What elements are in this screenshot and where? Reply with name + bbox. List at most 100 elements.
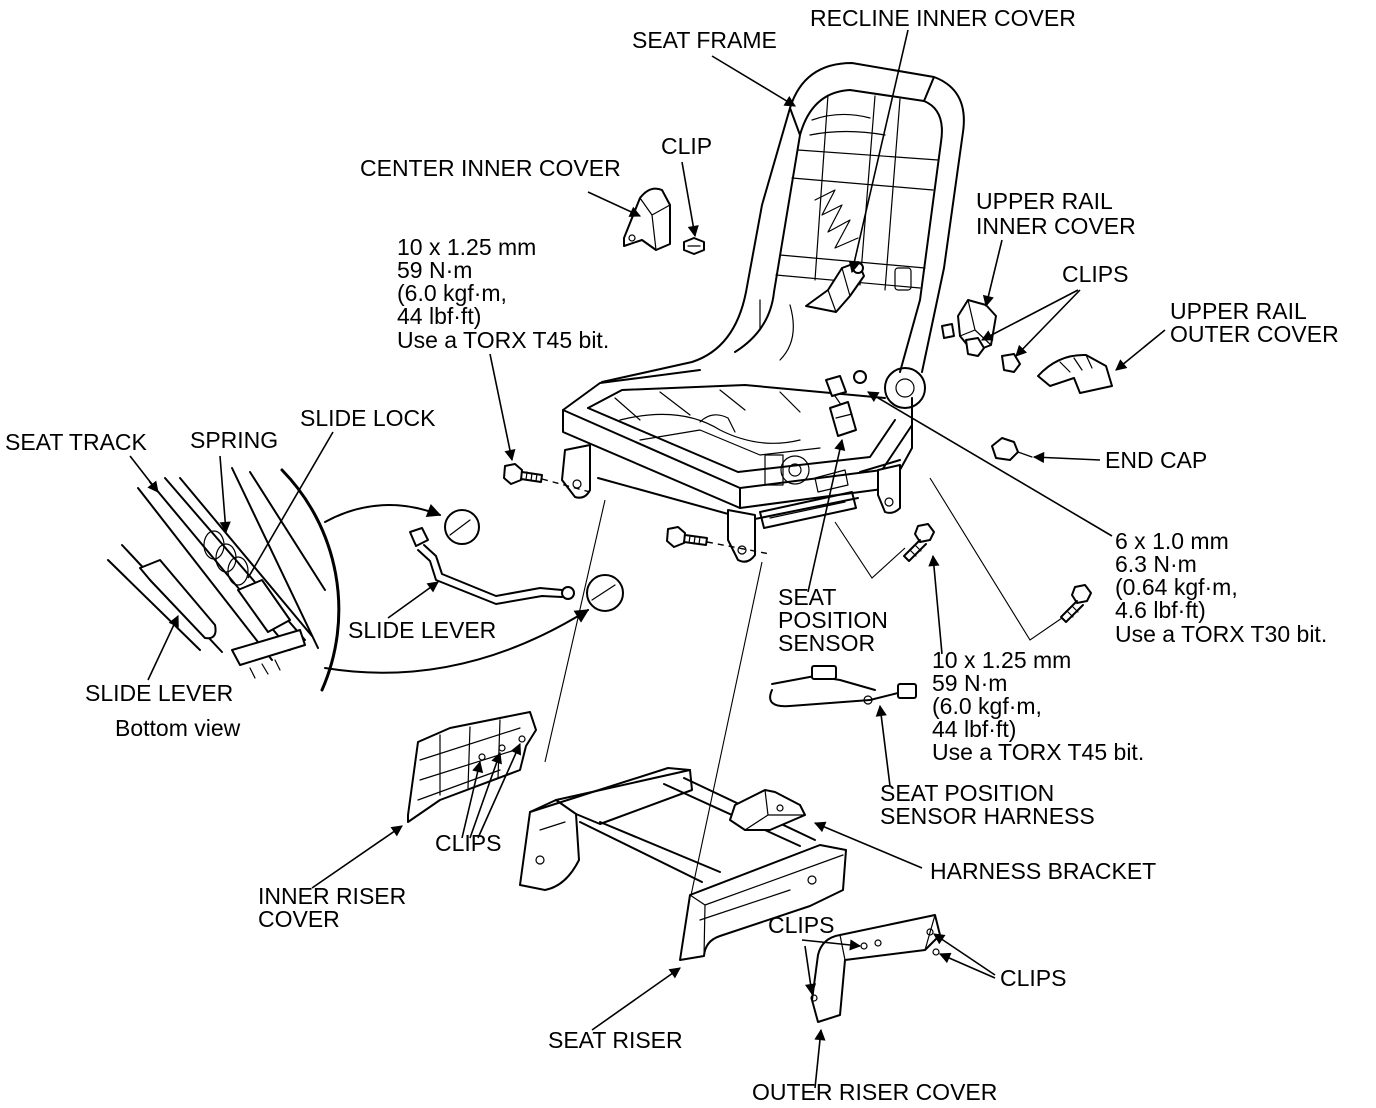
- leader-outer-riser-cover: [814, 1028, 826, 1089]
- leader-seat-frame: [711, 55, 796, 107]
- riser-alignment-line-right: [689, 561, 763, 901]
- seat-position-sensor-harness: [769, 665, 917, 708]
- label-clips-outer-riser-left: CLIPS: [768, 912, 834, 938]
- leader-recline-inner-cover: [848, 29, 909, 274]
- torque-nm: 59 N·m: [397, 257, 472, 283]
- inner-riser-cover: [407, 711, 537, 823]
- torque-size: 10 x 1.25 mm: [932, 647, 1071, 673]
- torque-nm: 6.3 N·m: [1115, 551, 1197, 577]
- label-spring: SPRING: [190, 427, 278, 453]
- leader-upper-rail-inner-cover: [982, 239, 1003, 308]
- recline-inner-cover: [805, 261, 865, 313]
- torque-kgfm: (6.0 kgf·m,: [397, 280, 507, 306]
- label-center-inner-cover: CENTER INNER COVER: [360, 155, 621, 181]
- label-seat-frame: SEAT FRAME: [632, 27, 777, 53]
- leader-slide-lever: [387, 581, 439, 619]
- torque-lbfft: 44 lbf·ft): [932, 716, 1016, 742]
- seat-position-sensor: [825, 370, 867, 437]
- label-slide-lever-detail: SLIDE LEVER: [85, 680, 233, 706]
- torque-tool: Use a TORX T45 bit.: [932, 739, 1144, 765]
- label-slide-lock: SLIDE LOCK: [300, 405, 436, 431]
- label-inner-riser-cover: INNER RISER COVER: [258, 883, 406, 932]
- label-clips-outer-riser-right: CLIPS: [1000, 965, 1066, 991]
- seat-frame: [601, 62, 965, 409]
- slide-lock-detail-view: [107, 467, 341, 692]
- torque-nm: 59 N·m: [932, 670, 1007, 696]
- leader-clips-outer-left-1: [801, 939, 862, 951]
- leader-slide-lever-detail: [147, 614, 179, 681]
- leader-slide-lock: [247, 431, 334, 579]
- label-seat-riser: SEAT RISER: [548, 1027, 683, 1053]
- label-line: COVER: [258, 906, 340, 932]
- leader-torque-spec-2: [867, 391, 1113, 537]
- label-line: INNER COVER: [976, 213, 1136, 239]
- leader-spring: [219, 455, 231, 534]
- outer-riser-cover: [810, 914, 941, 1023]
- label-line: UPPER RAIL: [1170, 298, 1307, 324]
- torque-size: 6 x 1.0 mm: [1115, 528, 1229, 554]
- label-outer-riser-cover: OUTER RISER COVER: [752, 1079, 997, 1105]
- detail-slide-lever: [139, 559, 217, 640]
- detail-slide-lock: [237, 579, 291, 633]
- label-upper-rail-outer-cover: UPPER RAIL OUTER COVER: [1170, 298, 1339, 347]
- label-line: SENSOR HARNESS: [880, 803, 1095, 829]
- label-clip: CLIP: [661, 133, 712, 159]
- leader-torque-spec-1: [489, 353, 516, 462]
- leader-inner-riser-cover: [311, 825, 403, 889]
- bolt-right-rear-guide: [834, 521, 906, 579]
- bolt-right-front: [1060, 584, 1092, 623]
- leader-seat-position-sensor: [807, 438, 846, 593]
- leader-upper-rail-outer-cover: [1115, 329, 1166, 371]
- label-line: SENSOR: [778, 630, 875, 656]
- torque-size: 10 x 1.25 mm: [397, 234, 536, 260]
- leader-center-inner-cover: [587, 191, 642, 217]
- label-recline-inner-cover: RECLINE INNER COVER: [810, 5, 1076, 31]
- slide-lever: [409, 509, 624, 612]
- label-end-cap: END CAP: [1105, 447, 1207, 473]
- label-seat-position-sensor-harness: SEAT POSITION SENSOR HARNESS: [880, 780, 1095, 829]
- bolt-left-front: [503, 463, 543, 485]
- leader-end-cap: [1032, 451, 1101, 464]
- detail-arrow-upper: [324, 503, 442, 523]
- torque-kgfm: (0.64 kgf·m,: [1115, 574, 1238, 600]
- label-line: UPPER RAIL: [976, 188, 1113, 214]
- riser-alignment-line-left: [544, 499, 606, 763]
- label-seat-position-sensor: SEAT POSITION SENSOR: [778, 584, 888, 656]
- detail-spring: [203, 530, 249, 586]
- label-clips-upper-rail: CLIPS: [1062, 261, 1128, 287]
- bolt-left-front-alignment: [541, 478, 591, 493]
- bolt-right-front-guide: [929, 477, 1063, 641]
- leader-clips-inner-riser-3: [477, 742, 522, 839]
- label-harness-bracket: HARNESS BRACKET: [930, 858, 1156, 884]
- leader-clips-outer-left-2: [804, 945, 817, 996]
- center-inner-cover-clip: [683, 237, 705, 255]
- torque-kgfm: (6.0 kgf·m,: [932, 693, 1042, 719]
- seat-riser: [519, 767, 847, 961]
- upper-rail-outer-cover: [1037, 353, 1113, 394]
- leader-clips-outer-right-1: [933, 933, 996, 976]
- torque-lbfft: 44 lbf·ft): [397, 303, 481, 329]
- upper-rail-clips: [965, 337, 1021, 373]
- label-line: INNER RISER: [258, 883, 406, 909]
- seat-cushion-frame: [562, 369, 913, 509]
- label-line: SEAT: [778, 584, 836, 610]
- torque-tool: Use a TORX T45 bit.: [397, 327, 609, 353]
- label-clips-inner-riser: CLIPS: [435, 830, 501, 856]
- leader-clips-outer-right-2: [938, 952, 996, 979]
- leader-clips-inner-riser-2: [469, 751, 502, 839]
- harness-bracket: [729, 789, 806, 831]
- leader-clips-upper-2: [1015, 289, 1081, 357]
- leader-seat-riser: [591, 967, 681, 1031]
- torque-lbfft: 4.6 lbf·ft): [1115, 597, 1206, 623]
- torque-tool: Use a TORX T30 bit.: [1115, 621, 1327, 647]
- leader-clips-upper-1: [981, 289, 1079, 341]
- label-line: SEAT POSITION: [880, 780, 1054, 806]
- torque-spec-3: 10 x 1.25 mm 59 N·m (6.0 kgf·m, 44 lbf·f…: [932, 647, 1144, 765]
- end-cap: [991, 437, 1033, 461]
- label-line: POSITION: [778, 607, 888, 633]
- label-seat-track: SEAT TRACK: [5, 429, 148, 455]
- detail-track-base: [231, 629, 306, 666]
- torque-spec-2: 6 x 1.0 mm 6.3 N·m (0.64 kgf·m, 4.6 lbf·…: [1115, 528, 1327, 647]
- seat-track: [597, 454, 859, 529]
